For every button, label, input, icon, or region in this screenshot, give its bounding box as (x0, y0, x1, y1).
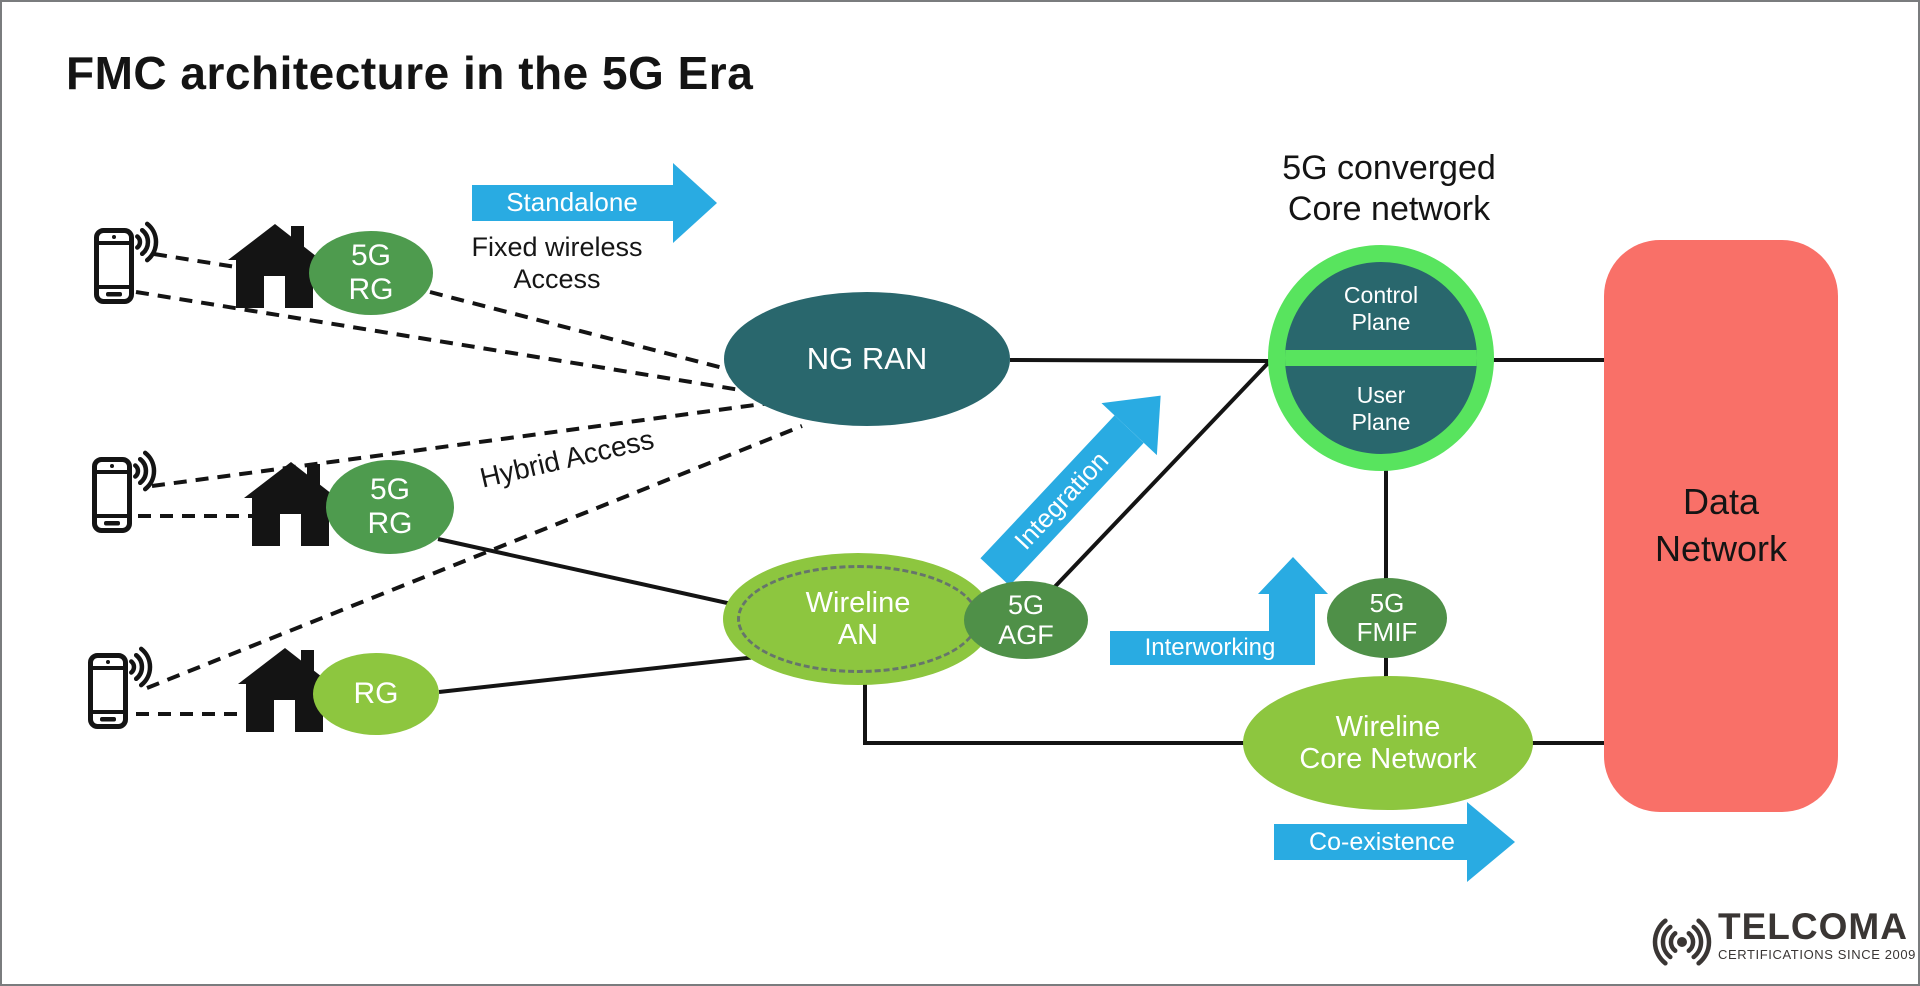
link-phone1-house1 (153, 252, 243, 270)
user-plane-label: User Plane (1351, 381, 1411, 435)
node-rg-bottom: RG (313, 653, 439, 735)
telcoma-logo: TELCOMA CERTIFICATIONS SINCE 2009 (1718, 908, 1916, 962)
phone-icon (94, 228, 134, 304)
link-agf-core (1024, 359, 1272, 619)
node-5g-fmif: 5G FMIF (1327, 578, 1447, 658)
wifi-icons (129, 221, 159, 688)
link-ngran-core (1009, 358, 1271, 363)
node-5g-rg-top: 5G RG (309, 231, 433, 315)
coexistence-arrow-label: Co-existence (1309, 828, 1455, 856)
telcoma-brand: TELCOMA (1718, 906, 1908, 947)
interworking-arrow (1110, 557, 1328, 665)
standalone-arrow-label: Standalone (506, 187, 638, 218)
standalone-arrow (472, 163, 717, 243)
house-icons (228, 224, 337, 732)
node-wireline-core-network: Wireline Core Network (1243, 676, 1533, 810)
link-wirelinean-wirelinecore (863, 674, 1262, 745)
core-plane-divider (1285, 350, 1477, 366)
house-icon (238, 648, 331, 732)
phone-icon (92, 457, 132, 533)
fixed-wireless-access-label: Fixed wireless Access (471, 231, 643, 294)
wifi-icon (133, 450, 157, 492)
phone-icon (88, 653, 128, 729)
node-ng-ran: NG RAN (724, 292, 1010, 426)
wireline-an-label: Wireline AN (805, 586, 911, 651)
core-network-title: 5G converged Core network (1282, 149, 1496, 228)
link-phone2-ngran-hybrid (151, 394, 823, 488)
integration-arrow (980, 395, 1161, 586)
node-data-network: Data Network (1604, 240, 1838, 812)
telcoma-waves-icon (1652, 918, 1712, 966)
link-rgbot-wirelinean (438, 650, 803, 694)
node-5g-converged-core: Control Plane User Plane (1268, 245, 1494, 471)
node-wireline-an: Wireline AN (723, 553, 993, 685)
control-plane-label: Control Plane (1343, 282, 1419, 336)
telcoma-tagline: CERTIFICATIONS SINCE 2009 (1718, 947, 1917, 962)
phone-icons (88, 228, 134, 729)
wifi-icon (129, 646, 153, 688)
interworking-arrow-label: Interworking (1144, 633, 1276, 661)
core-planes-circle: Control Plane User Plane (1285, 262, 1477, 454)
node-5g-agf: 5G AGF (964, 581, 1088, 659)
link-phone3-ngran (146, 424, 803, 690)
page-title: FMC architecture in the 5G Era (66, 47, 754, 99)
house-icon (228, 224, 321, 308)
link-phone1-ngran (135, 290, 803, 402)
flow-arrows (472, 163, 1515, 882)
node-5g-rg-middle: 5G RG (326, 460, 454, 554)
coexistence-arrow (1274, 802, 1515, 882)
house-icon (244, 462, 337, 546)
dashed-links (135, 252, 823, 716)
wifi-icon (135, 221, 159, 263)
